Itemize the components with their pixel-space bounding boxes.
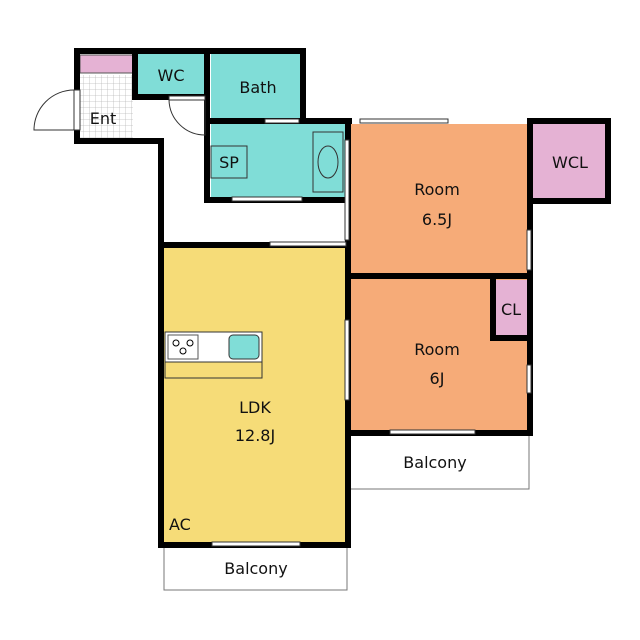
label-ldk-size: 12.8J [235, 426, 275, 445]
room-fills [79, 53, 607, 544]
washing-machine-pan [210, 145, 248, 179]
room-6-5j [349, 124, 529, 276]
entrance-floor [80, 75, 133, 138]
label-ent: Ent [90, 109, 117, 128]
entrance-closet [79, 54, 134, 74]
label-room2-size: 6J [430, 369, 445, 388]
stove-icon [167, 334, 199, 360]
label-ldk-name: LDK [239, 398, 271, 417]
label-room2-name: Room [414, 340, 460, 359]
doors-windows [33, 89, 532, 547]
ldk-room [164, 246, 347, 544]
label-bath: Bath [239, 78, 276, 97]
label-wcl: WCL [552, 153, 588, 172]
label-room1-size: 6.5J [422, 210, 452, 229]
kitchen-counter [164, 331, 263, 379]
label-room1-name: Room [414, 180, 460, 199]
wcl-room [531, 124, 607, 199]
balcony-east [349, 432, 530, 490]
cl-room [495, 280, 528, 337]
bath-room [211, 53, 301, 121]
washroom [211, 124, 347, 199]
label-wc: WC [158, 66, 185, 85]
sink-icon [228, 334, 260, 360]
label-balcony-south: Balcony [224, 559, 287, 578]
label-sp: SP [219, 153, 239, 172]
label-balcony-east: Balcony [403, 453, 466, 472]
label-cl: CL [501, 300, 521, 319]
washbasin-icon [312, 131, 344, 193]
wc-room [137, 53, 207, 97]
label-ac: AC [169, 515, 191, 534]
